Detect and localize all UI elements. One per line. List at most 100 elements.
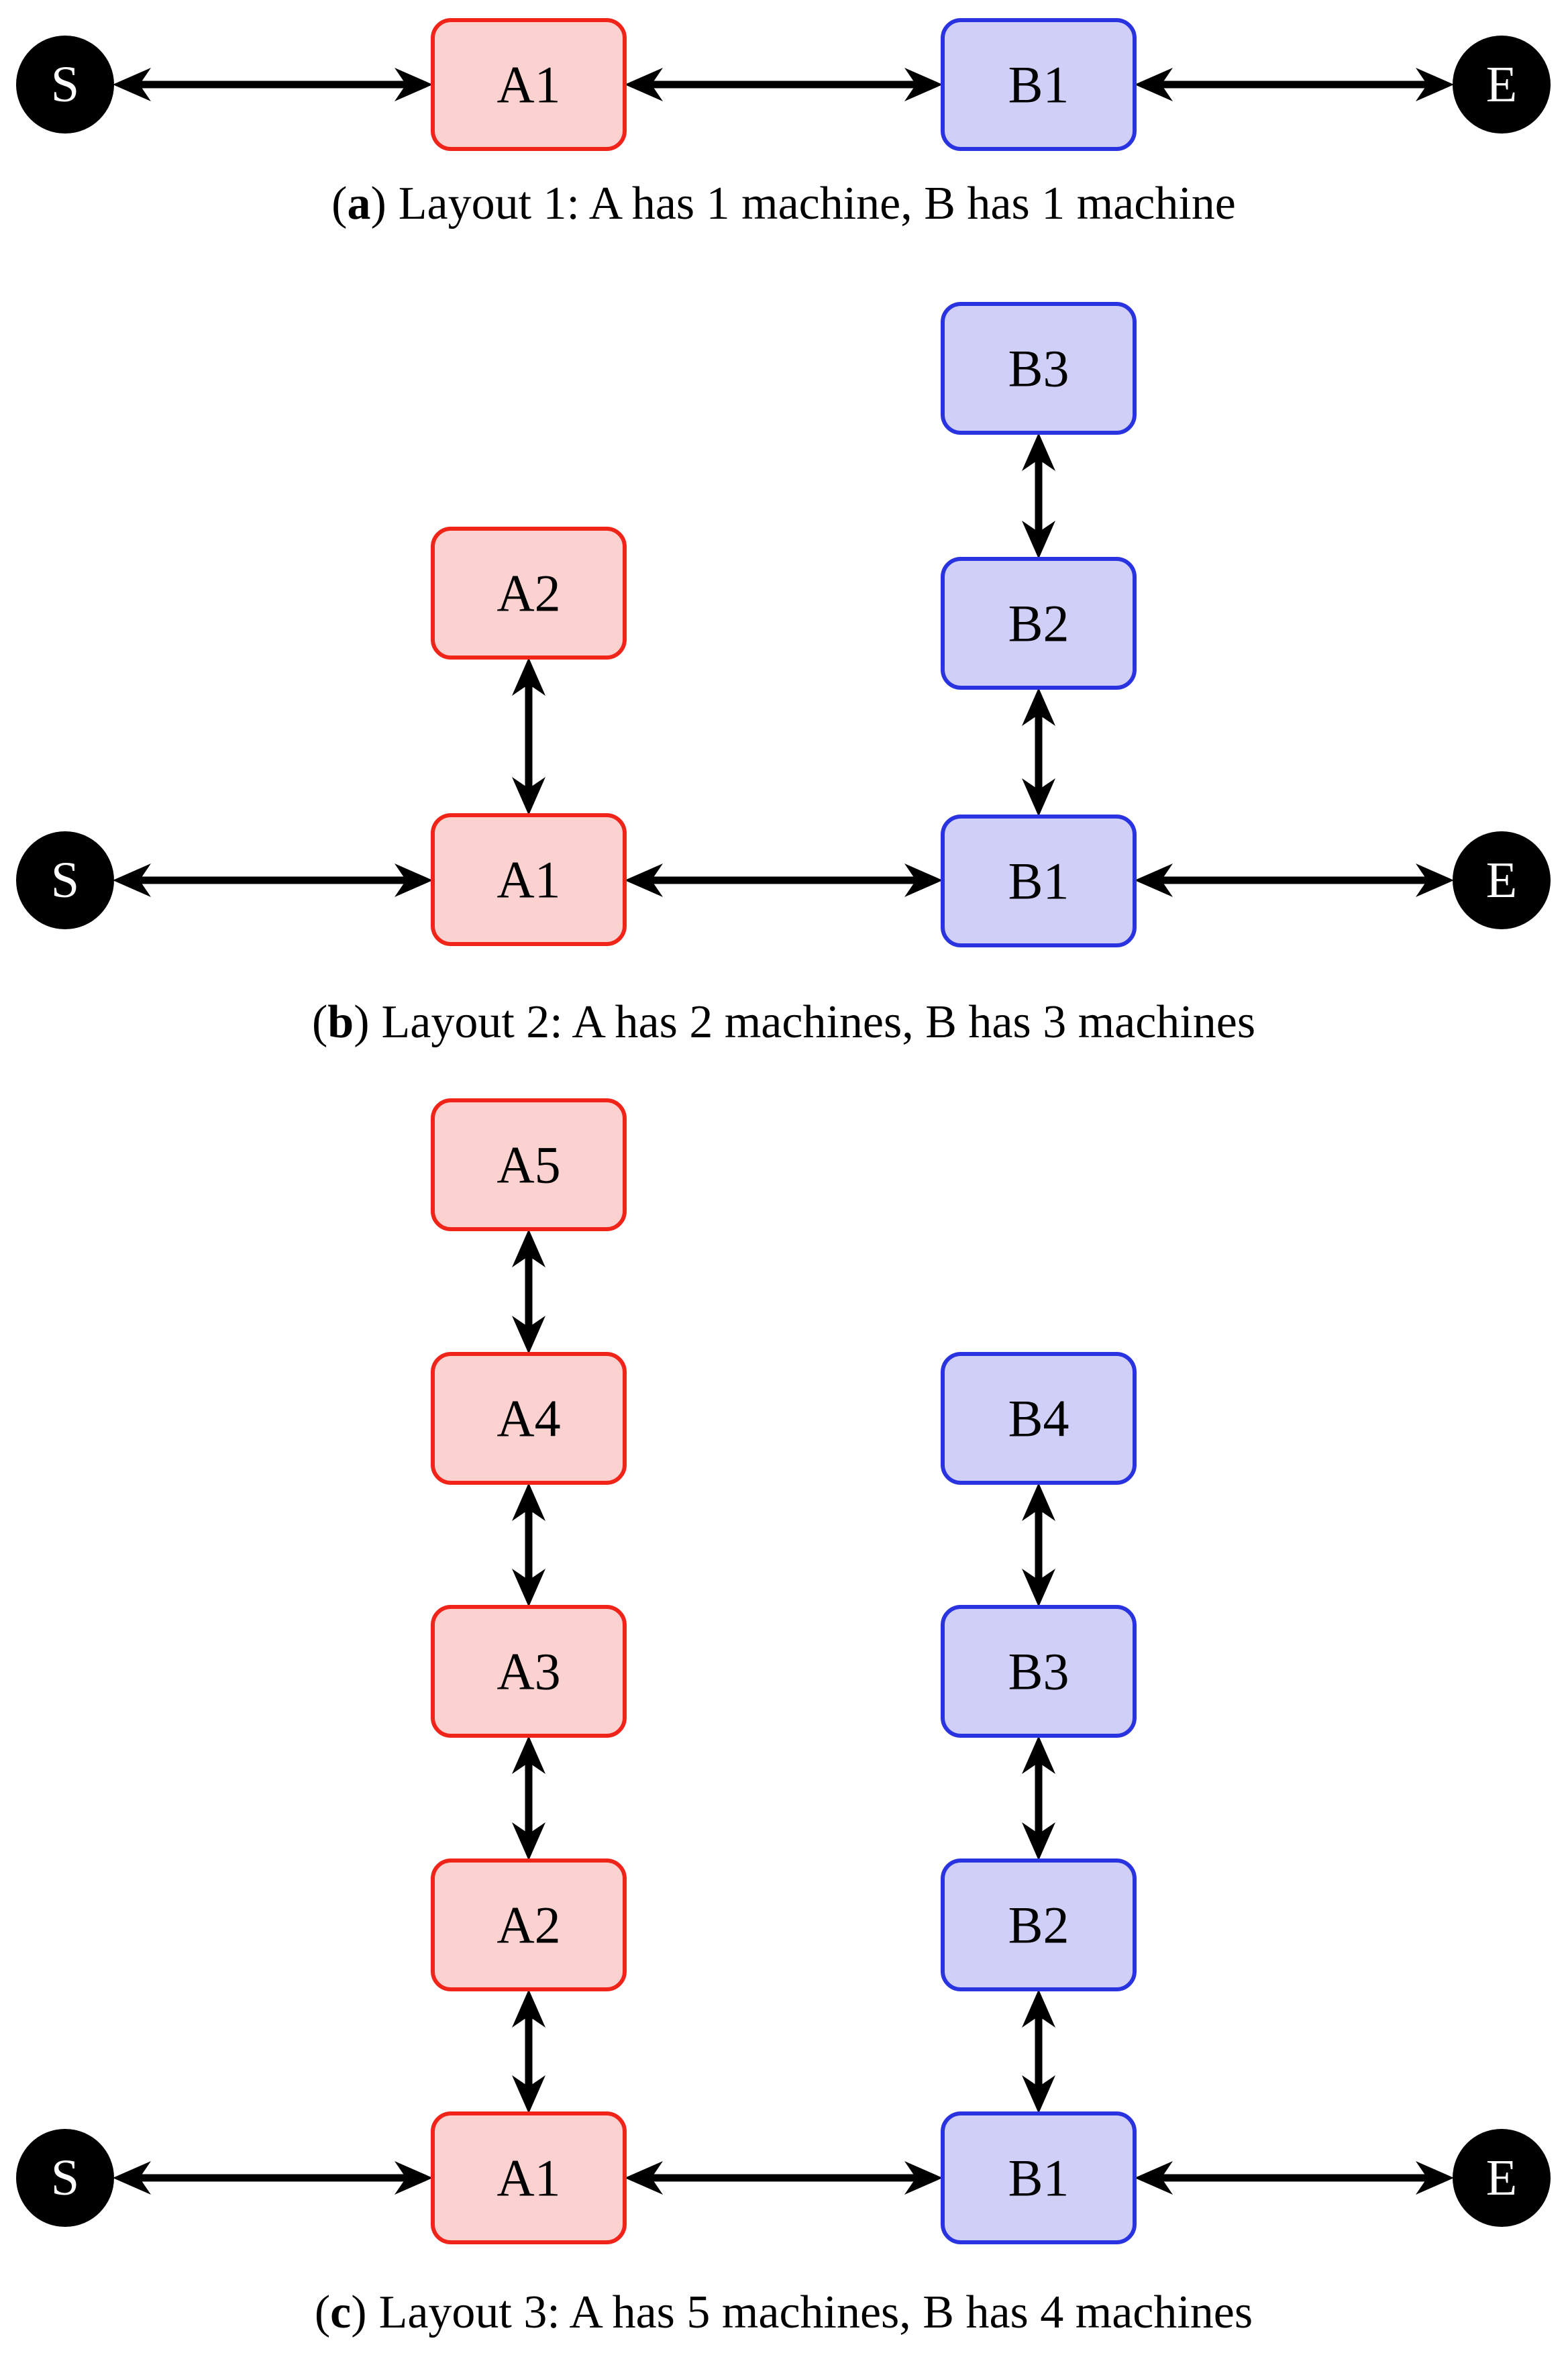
machine-b2-node-b: B2 — [941, 557, 1137, 690]
arrow-b2-b1-b — [1022, 688, 1055, 817]
terminal-end-node-c-label: E — [1486, 2150, 1517, 2206]
arrow-a1-b1-a — [625, 68, 943, 101]
machine-a4-node-c: A4 — [431, 1352, 627, 1485]
machine-b1-node-a: B1 — [941, 18, 1137, 151]
arrowhead-right — [1416, 2161, 1454, 2195]
machine-a1-node-c: A1 — [431, 2111, 627, 2244]
machine-a1-node-a-shape — [431, 18, 627, 151]
arrowhead-up — [1022, 433, 1055, 471]
machine-b2-node-c: B2 — [941, 1859, 1137, 1991]
arrowhead-down — [512, 1316, 545, 1354]
terminal-end-node-c: E — [1453, 2129, 1551, 2227]
machine-b1-node-a-label: B1 — [1008, 56, 1069, 114]
terminal-start-node-c-label: S — [51, 2150, 79, 2206]
arrowhead-right — [904, 2161, 943, 2195]
machine-b3-node-c: B3 — [941, 1605, 1137, 1738]
arrowhead-down — [1022, 778, 1055, 817]
arrowhead-up — [1022, 1483, 1055, 1521]
arrowhead-down — [512, 1569, 545, 1607]
machine-a5-node-c-shape — [431, 1098, 627, 1231]
layout-a-caption: (a)Layout 1: A has 1 machine, B has 1 ma… — [331, 178, 1236, 229]
arrowhead-down — [1022, 1569, 1055, 1607]
terminal-start-node-b-shape — [16, 831, 114, 929]
arrowhead-right — [1416, 864, 1454, 897]
arrowhead-down — [1022, 2075, 1055, 2113]
caption-paren-close: ) — [351, 2287, 366, 2338]
arrowhead-left — [1135, 2161, 1173, 2195]
machine-b4-node-c-shape — [941, 1352, 1137, 1485]
machine-a1-node-c-label: A1 — [496, 2149, 560, 2207]
machine-b3-node-b-shape — [941, 302, 1137, 435]
arrowhead-down — [1022, 521, 1055, 559]
machine-b3-node-c-shape — [941, 1605, 1137, 1738]
machine-a5-node-c: A5 — [431, 1098, 627, 1231]
terminal-start-node-b-label: S — [51, 852, 79, 908]
caption-letter: b — [327, 996, 354, 1048]
machine-a3-node-c: A3 — [431, 1605, 627, 1738]
terminal-end-node-c-shape — [1453, 2129, 1551, 2227]
machine-a4-node-c-label: A4 — [496, 1390, 560, 1448]
arrow-b4-b3-c — [1022, 1483, 1055, 1607]
arrowhead-up — [512, 1483, 545, 1521]
arrowhead-up — [1022, 688, 1055, 726]
arrow-a1-b1-c — [625, 2161, 943, 2195]
terminal-start-node-b: S — [16, 831, 114, 929]
machine-b2-node-b-label: B2 — [1008, 594, 1069, 653]
caption-text: Layout 2: A has 2 machines, B has 3 mach… — [382, 996, 1256, 1048]
arrowhead-left — [625, 864, 663, 897]
machine-a1-node-b: A1 — [431, 813, 627, 946]
machine-a2-node-b-shape — [431, 527, 627, 660]
arrowhead-left — [625, 68, 663, 101]
arrowhead-down — [512, 1822, 545, 1861]
arrowhead-up — [512, 1989, 545, 2028]
arrowhead-left — [1135, 68, 1173, 101]
caption-text: Layout 3: A has 5 machines, B has 4 mach… — [379, 2287, 1253, 2338]
arrow-b1-e-a — [1135, 68, 1454, 101]
arrowhead-right — [904, 68, 943, 101]
arrowhead-up — [1022, 1736, 1055, 1774]
caption-text: Layout 1: A has 1 machine, B has 1 machi… — [399, 178, 1236, 229]
machine-b3-node-b: B3 — [941, 302, 1137, 435]
arrow-a1-b1-b — [625, 864, 943, 897]
caption-paren-close: ) — [370, 178, 386, 229]
machine-b3-node-b-label: B3 — [1008, 339, 1069, 398]
caption-letter: c — [330, 2287, 351, 2338]
machine-b1-node-a-shape — [941, 18, 1137, 151]
machine-b1-node-c-label: B1 — [1008, 2149, 1069, 2207]
machine-b3-node-c-label: B3 — [1008, 1642, 1069, 1701]
caption-letter: a — [347, 178, 370, 229]
machine-a1-node-a: A1 — [431, 18, 627, 151]
arrow-a5-a4-c — [512, 1229, 545, 1354]
terminal-end-node-b-label: E — [1486, 852, 1517, 908]
arrowhead-down — [512, 2075, 545, 2113]
machine-a2-node-c: A2 — [431, 1859, 627, 1991]
machine-b2-node-b-shape — [941, 557, 1137, 690]
arrowhead-left — [1135, 864, 1173, 897]
terminal-end-node-a: E — [1453, 36, 1551, 134]
arrow-s-a1-b — [113, 864, 433, 897]
terminal-end-node-b-shape — [1453, 831, 1551, 929]
machine-a1-node-a-label: A1 — [496, 56, 560, 114]
terminal-start-node-a: S — [16, 36, 114, 134]
machine-b1-node-b-shape — [941, 815, 1137, 947]
machine-b1-node-c: B1 — [941, 2111, 1137, 2244]
arrowhead-right — [395, 864, 433, 897]
terminal-start-node-c-shape — [16, 2129, 114, 2227]
caption-paren-open: ( — [312, 996, 327, 1048]
machine-a3-node-c-shape — [431, 1605, 627, 1738]
machine-a2-node-b-label: A2 — [496, 564, 560, 623]
machine-a1-node-b-label: A1 — [496, 851, 560, 909]
layout-a-diagram: S E A1 B1 (a)Layout 1: A has 1 machine, B ha… — [16, 18, 1551, 229]
machine-b4-node-c-label: B4 — [1008, 1390, 1069, 1448]
machine-a4-node-c-shape — [431, 1352, 627, 1485]
arrow-b2-b1-c — [1022, 1989, 1055, 2113]
arrowhead-up — [512, 1736, 545, 1774]
arrowhead-down — [512, 777, 545, 815]
machine-a1-node-c-shape — [431, 2111, 627, 2244]
caption-paren-close: ) — [354, 996, 369, 1048]
arrowhead-left — [113, 2161, 151, 2195]
arrowhead-right — [904, 864, 943, 897]
